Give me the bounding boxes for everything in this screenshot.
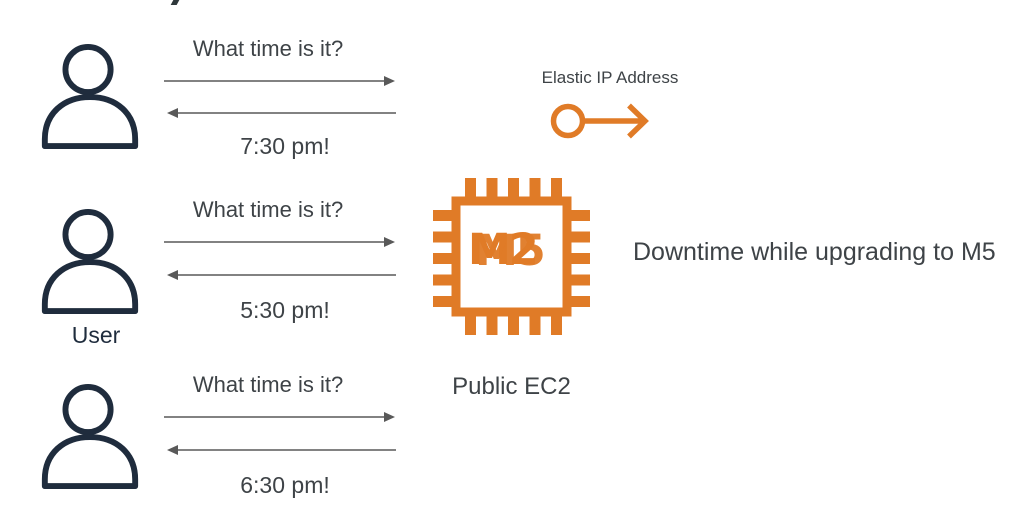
ec2-label: Public EC2 (452, 373, 571, 400)
answer-text: 6:30 pm! (240, 472, 330, 498)
answer-text: 7:30 pm! (240, 133, 330, 159)
question-text: What time is it? (192, 197, 344, 222)
chip-generation-text: M2 M5 (468, 229, 558, 281)
cropped-text-fragment (170, 0, 180, 5)
user-label: User (71, 322, 121, 348)
elastic-ip-label: Elastic IP Address (541, 68, 679, 87)
question-text: What time is it? (192, 372, 344, 397)
request-arrow (164, 237, 395, 247)
response-arrow (167, 445, 396, 455)
answer-text: 5:30 pm! (240, 297, 330, 323)
ec2-chip-icon (433, 178, 590, 335)
response-arrow (167, 108, 396, 118)
elastic-ip-icon (550, 103, 649, 139)
request-arrow (164, 412, 395, 422)
chip-new-generation-text: M5 (475, 226, 546, 276)
request-arrow (164, 76, 395, 86)
question-text: What time is it? (192, 36, 344, 61)
downtime-note: Downtime while upgrading to M5 (633, 238, 996, 266)
user-icon (41, 209, 139, 315)
user-icon (41, 44, 139, 150)
user-icon (41, 384, 139, 490)
response-arrow (167, 270, 396, 280)
chip-old-generation-text: M2 (468, 225, 539, 275)
